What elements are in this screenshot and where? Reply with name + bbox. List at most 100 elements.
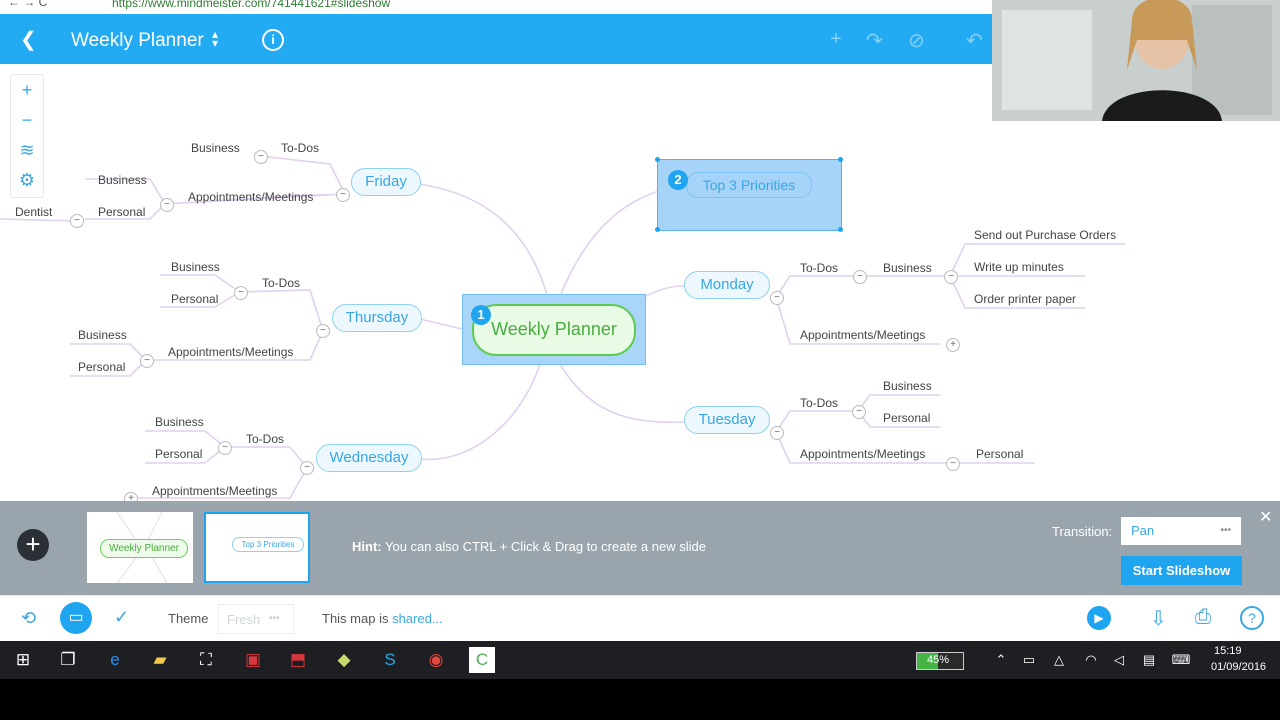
play-icon[interactable]: ▶ <box>1087 606 1111 630</box>
thursday-appt-personal[interactable]: Personal <box>78 360 126 374</box>
thursday-todos-business[interactable]: Business <box>171 260 220 274</box>
task-view-icon[interactable]: ❐ <box>60 650 76 669</box>
start-slideshow-button[interactable]: Start Slideshow <box>1121 556 1242 585</box>
shared-link[interactable]: shared... <box>392 611 443 626</box>
friday-todos-business[interactable]: Business <box>191 141 240 155</box>
expand-icon[interactable]: + <box>946 338 960 352</box>
monday-appointments[interactable]: Appointments/Meetings <box>800 328 926 342</box>
windows-start-icon[interactable]: ⊞ <box>15 650 31 669</box>
resize-handle[interactable] <box>655 157 660 162</box>
battery-icon[interactable]: ▭ <box>1022 652 1036 667</box>
keyboard-icon[interactable]: ⌨ <box>1171 652 1191 667</box>
collapse-icon[interactable]: − <box>770 291 784 305</box>
mind-map-canvas[interactable]: + − ≋ ⚙ Weekly Planner 1 Top 3 Prioritie… <box>0 64 1280 501</box>
tuesday-appointments[interactable]: Appointments/Meetings <box>800 447 926 461</box>
wifi-icon[interactable]: ◠ <box>1085 652 1097 667</box>
node-friday[interactable]: Friday <box>351 168 421 196</box>
resize-handle[interactable] <box>838 227 843 232</box>
monday-business[interactable]: Business <box>883 261 932 275</box>
transition-select[interactable]: Pan ••• <box>1121 517 1241 545</box>
clock-date[interactable]: 01/09/2016 <box>1211 661 1267 673</box>
friday-appt-business[interactable]: Business <box>98 173 147 187</box>
monday-item-3[interactable]: Order printer paper <box>974 292 1077 306</box>
edge-icon[interactable]: e <box>110 650 120 669</box>
slide-frame-2[interactable]: Top 3 Priorities 2 <box>657 159 842 231</box>
top3-node[interactable]: Top 3 Priorities <box>686 172 812 198</box>
node-tuesday[interactable]: Tuesday <box>684 406 770 434</box>
wednesday-todos[interactable]: To-Dos <box>246 432 285 446</box>
add-node-icon[interactable]: + <box>830 28 842 50</box>
zoom-out-icon[interactable]: − <box>21 110 33 130</box>
collapse-icon[interactable]: − <box>234 286 248 300</box>
tuesday-personal[interactable]: Personal <box>883 411 931 425</box>
node-monday[interactable]: Monday <box>684 271 770 299</box>
skype-icon[interactable]: S <box>384 650 396 669</box>
thursday-appointments[interactable]: Appointments/Meetings <box>168 345 294 359</box>
sort-arrows-icon[interactable]: ▴▾ <box>212 27 219 50</box>
monday-todos[interactable]: To-Dos <box>800 261 839 275</box>
history-icon[interactable]: ⟲ <box>21 608 37 628</box>
help-icon[interactable]: ? <box>1240 606 1264 630</box>
map-title[interactable]: Weekly Planner <box>71 30 204 51</box>
collapse-icon[interactable]: − <box>160 198 174 212</box>
collapse-icon[interactable]: − <box>140 354 154 368</box>
download-icon[interactable]: ⇩ <box>1150 608 1167 630</box>
collapse-icon[interactable]: − <box>300 461 314 475</box>
monday-item-1[interactable]: Send out Purchase Orders <box>974 228 1117 242</box>
thursday-todos-personal[interactable]: Personal <box>171 292 219 306</box>
node-wednesday[interactable]: Wednesday <box>316 444 422 472</box>
settings-icon[interactable]: ⚙ <box>18 170 36 190</box>
notifications-icon[interactable]: ▤ <box>1142 652 1156 667</box>
check-icon[interactable]: ✓ <box>114 607 130 627</box>
browser-nav-icons[interactable]: ← → C <box>8 0 48 9</box>
volume-icon[interactable]: ◁ <box>1114 652 1124 667</box>
slide-thumbnail-2[interactable]: Top 3 Priorities <box>204 512 310 583</box>
store-icon[interactable]: ⛶ <box>200 650 212 669</box>
close-icon[interactable]: ✕ <box>1259 509 1273 526</box>
thursday-appt-business[interactable]: Business <box>78 328 127 342</box>
thursday-todos[interactable]: To-Dos <box>262 276 301 290</box>
expand-icon[interactable]: + <box>124 492 138 501</box>
drive-icon[interactable]: △ <box>1054 652 1064 667</box>
collapse-icon[interactable]: − <box>944 270 958 284</box>
slide-thumbnail-1[interactable]: Weekly Planner <box>87 512 193 583</box>
collapse-icon[interactable]: − <box>70 214 84 228</box>
collapse-icon[interactable]: − <box>218 441 232 455</box>
print-icon[interactable]: ⎙ <box>1195 606 1211 628</box>
collapse-icon[interactable]: − <box>852 405 866 419</box>
chrome-icon[interactable]: ◉ <box>428 650 444 669</box>
file-explorer-icon[interactable]: ▰ <box>153 650 167 669</box>
reader-icon[interactable]: ▣ <box>244 650 262 669</box>
fit-map-icon[interactable]: ≋ <box>19 140 35 160</box>
collapse-icon[interactable]: − <box>254 150 268 164</box>
pdf-icon[interactable]: ⬒ <box>289 650 307 669</box>
node-thursday[interactable]: Thursday <box>332 304 422 332</box>
add-slide-button[interactable]: + <box>17 529 49 561</box>
collapse-icon[interactable]: − <box>946 457 960 471</box>
collapse-icon[interactable]: − <box>853 270 867 284</box>
resize-handle[interactable] <box>838 157 843 162</box>
collapse-icon[interactable]: − <box>316 324 330 338</box>
friday-appointments[interactable]: Appointments/Meetings <box>188 190 314 204</box>
back-icon[interactable]: ❮ <box>20 29 37 51</box>
info-icon[interactable]: i <box>262 29 284 51</box>
theme-select[interactable]: Fresh ••• <box>218 604 294 634</box>
block-icon[interactable]: ⊘ <box>908 30 925 52</box>
browser-address-bar[interactable]: ← → C https://www.mindmeister.com/741441… <box>0 0 1280 14</box>
battery-indicator[interactable]: 45% <box>916 652 964 670</box>
wednesday-todos-personal[interactable]: Personal <box>155 447 203 461</box>
monday-item-2[interactable]: Write up minutes <box>974 260 1064 274</box>
collapse-icon[interactable]: − <box>770 426 784 440</box>
clock-time[interactable]: 15:19 <box>1214 645 1242 657</box>
friday-appt-personal[interactable]: Personal <box>98 205 146 219</box>
tuesday-appt-personal[interactable]: Personal <box>976 447 1024 461</box>
tray-overflow-icon[interactable]: ⌃ <box>995 652 1007 667</box>
connect-icon[interactable]: ↷ <box>866 30 883 52</box>
tuesday-todos[interactable]: To-Dos <box>800 396 839 410</box>
app-icon[interactable]: ◆ <box>337 650 351 669</box>
friday-dentist[interactable]: Dentist <box>15 205 53 219</box>
wednesday-appointments[interactable]: Appointments/Meetings <box>152 484 278 498</box>
friday-todos[interactable]: To-Dos <box>281 141 320 155</box>
tuesday-business[interactable]: Business <box>883 379 932 393</box>
collapse-icon[interactable]: − <box>336 188 350 202</box>
